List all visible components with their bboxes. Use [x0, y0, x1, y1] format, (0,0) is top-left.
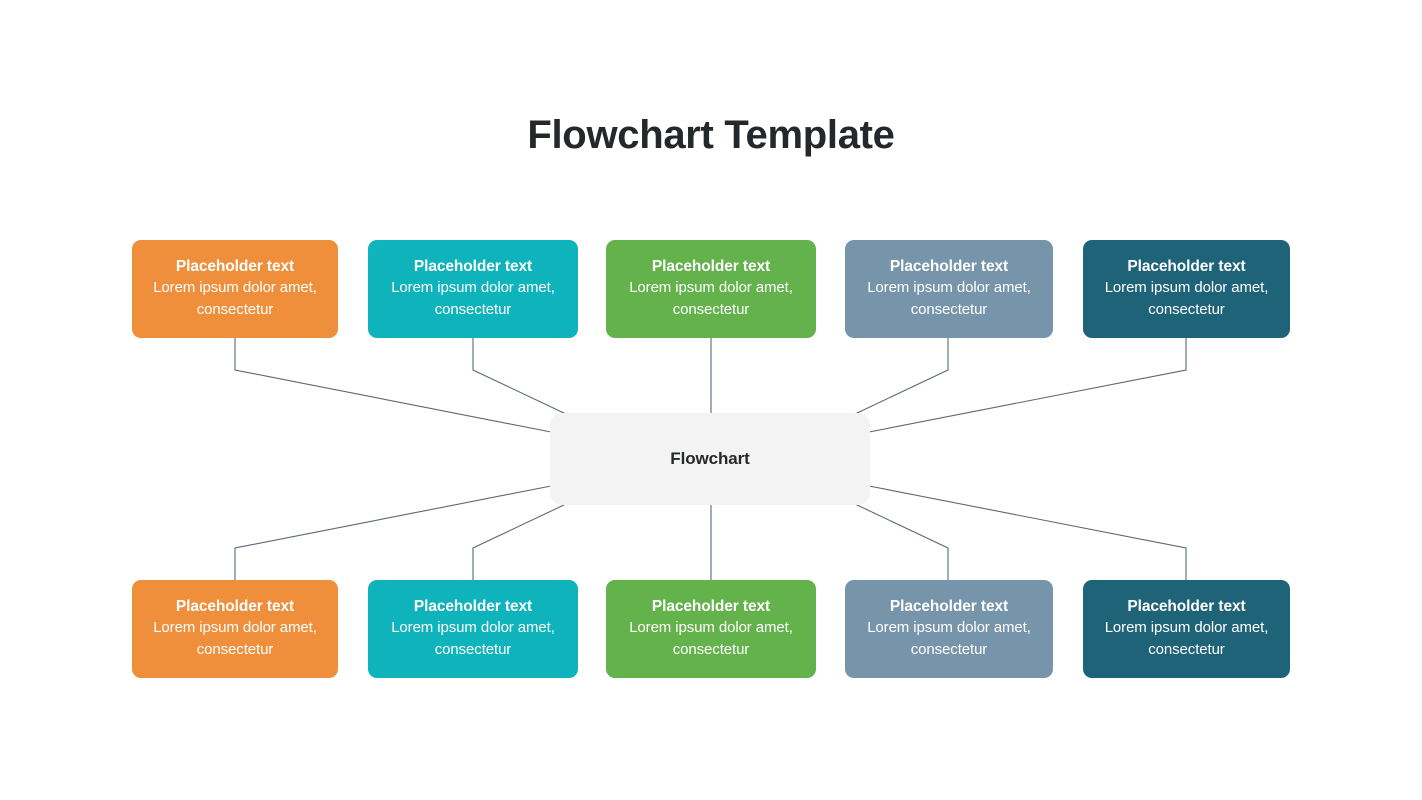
node-bottom-4-title: Placeholder text: [889, 598, 1009, 615]
connector-bottom-4: [854, 503, 949, 580]
node-bottom-1[interactable]: Placeholder text Lorem ipsum dolor amet,…: [132, 580, 338, 678]
node-top-3-title: Placeholder text: [651, 258, 771, 275]
page-title: Flowchart Template: [527, 113, 895, 157]
node-bottom-3-title: Placeholder text: [651, 598, 771, 615]
node-bottom-2-title: Placeholder text: [413, 598, 533, 615]
connector-top-2: [472, 338, 567, 415]
connector-bottom-2: [472, 503, 567, 580]
node-top-5-body: Lorem ipsum dolor amet, consectetur: [1104, 279, 1269, 318]
node-bottom-5-title: Placeholder text: [1127, 598, 1246, 615]
node-top-2[interactable]: Placeholder text Lorem ipsum dolor amet,…: [368, 240, 578, 338]
node-bottom-1-title: Placeholder text: [175, 598, 295, 615]
center-node[interactable]: Flowchart: [550, 413, 870, 505]
node-top-4-title: Placeholder text: [889, 258, 1009, 275]
node-bottom-4-body: Lorem ipsum dolor amet, consectetur: [867, 619, 1031, 658]
node-bottom-1-body: Lorem ipsum dolor amet, consectetur: [153, 619, 317, 658]
node-top-2-body: Lorem ipsum dolor amet, consectetur: [391, 279, 555, 318]
connector-top-5: [868, 338, 1187, 433]
node-bottom-5-body: Lorem ipsum dolor amet, consectetur: [1104, 619, 1269, 658]
node-top-2-title: Placeholder text: [413, 258, 533, 275]
node-top-5[interactable]: Placeholder text Lorem ipsum dolor amet,…: [1083, 240, 1290, 338]
connector-bottom-5: [868, 485, 1187, 580]
node-bottom-3-body: Lorem ipsum dolor amet, consectetur: [629, 619, 793, 658]
connector-top-1: [234, 338, 552, 433]
node-bottom-2[interactable]: Placeholder text Lorem ipsum dolor amet,…: [368, 580, 578, 678]
connector-bottom-1: [234, 485, 552, 580]
node-top-4-body: Lorem ipsum dolor amet, consectetur: [867, 279, 1031, 318]
node-bottom-4[interactable]: Placeholder text Lorem ipsum dolor amet,…: [845, 580, 1053, 678]
center-node-label: Flowchart: [670, 449, 750, 468]
connector-top-4: [854, 338, 949, 415]
node-bottom-3[interactable]: Placeholder text Lorem ipsum dolor amet,…: [606, 580, 816, 678]
node-top-1[interactable]: Placeholder text Lorem ipsum dolor amet,…: [132, 240, 338, 338]
node-top-1-body: Lorem ipsum dolor amet, consectetur: [153, 279, 317, 318]
node-top-5-title: Placeholder text: [1127, 258, 1246, 275]
node-top-3[interactable]: Placeholder text Lorem ipsum dolor amet,…: [606, 240, 816, 338]
node-bottom-2-body: Lorem ipsum dolor amet, consectetur: [391, 619, 555, 658]
node-top-1-title: Placeholder text: [175, 258, 295, 275]
node-top-3-body: Lorem ipsum dolor amet, consectetur: [629, 279, 793, 318]
node-bottom-5[interactable]: Placeholder text Lorem ipsum dolor amet,…: [1083, 580, 1290, 678]
node-top-4[interactable]: Placeholder text Lorem ipsum dolor amet,…: [845, 240, 1053, 338]
